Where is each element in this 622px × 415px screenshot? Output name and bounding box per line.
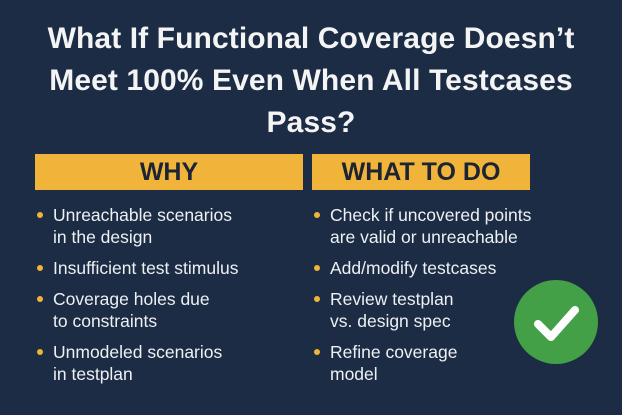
list-item: Add/modify testcases: [312, 257, 530, 279]
check-mark-icon: [514, 280, 598, 364]
list-item: Check if uncovered points are valid or u…: [312, 204, 532, 248]
bullet-dot-icon: [314, 265, 320, 271]
bullet-dot-icon: [37, 212, 43, 218]
bullet-dot-icon: [314, 212, 320, 218]
title-line: Meet 100% Even When All Testcases: [49, 64, 573, 97]
list-item-text: Insufficient test stimulus: [53, 258, 239, 278]
title-line: Pass?: [266, 106, 356, 139]
what-to-do-column: WHAT TO DO Check if uncovered points are…: [312, 154, 532, 385]
list-item-text: Review testplan: [330, 289, 454, 309]
list-item-text: Check if uncovered points: [330, 205, 532, 225]
list-item-text: to constraints: [53, 311, 158, 331]
list-item-text: Coverage holes due: [53, 289, 210, 309]
why-heading: WHY: [35, 154, 303, 190]
list-item: Coverage holes due to constraints: [35, 288, 303, 332]
check-mark-glyph: [534, 306, 579, 341]
list-item-text: Add/modify testcases: [330, 258, 497, 278]
list-item-text: Unmodeled scenarios: [53, 342, 223, 362]
page-title: What If Functional Coverage Doesn’t Meet…: [0, 18, 622, 144]
title-line: What If Functional Coverage Doesn’t: [47, 22, 575, 55]
list-item-text: model: [330, 364, 378, 384]
list-item: Unreachable scenarios in the design: [35, 204, 303, 248]
why-column: WHY Unreachable scenarios in the design …: [35, 154, 303, 385]
what-to-do-list: Check if uncovered points are valid or u…: [312, 204, 532, 385]
list-item: Review testplan vs. design spec: [312, 288, 530, 332]
list-item: Unmodeled scenarios in testplan: [35, 341, 303, 385]
bullet-dot-icon: [314, 296, 320, 302]
list-item-text: Unreachable scenarios: [53, 205, 232, 225]
what-to-do-heading: WHAT TO DO: [312, 154, 530, 190]
list-item-text: vs. design spec: [330, 311, 451, 331]
list-item-text: in the design: [53, 227, 153, 247]
list-item: Refine coverage model: [312, 341, 530, 385]
why-list: Unreachable scenarios in the design Insu…: [35, 204, 303, 385]
list-item: Insufficient test stimulus: [35, 257, 303, 279]
bullet-dot-icon: [37, 296, 43, 302]
list-item-text: in testplan: [53, 364, 133, 384]
bullet-dot-icon: [37, 265, 43, 271]
list-item-text: Refine coverage: [330, 342, 458, 362]
list-item-text: are valid or unreachable: [330, 227, 518, 247]
bullet-dot-icon: [37, 349, 43, 355]
bullet-dot-icon: [314, 349, 320, 355]
